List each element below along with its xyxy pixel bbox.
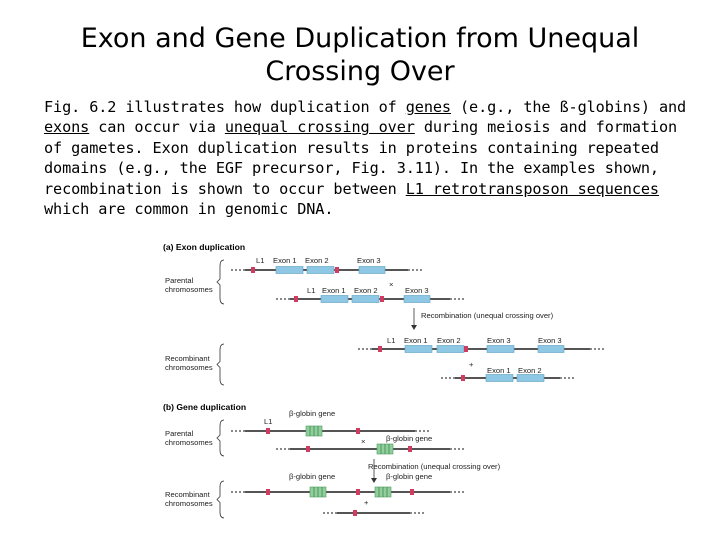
recombinant-label: Recombinant — [165, 354, 211, 363]
label-exon-1: Exon 1 — [273, 256, 297, 265]
exon-box — [320, 295, 349, 303]
l1-marker — [410, 489, 414, 495]
parental-bracket — [216, 419, 225, 457]
label-exon-2: Exon 2 — [305, 256, 329, 265]
panel-a-header: (a) Exon duplication — [163, 242, 245, 252]
label-exon-3: Exon 3 — [357, 256, 381, 265]
description-paragraph: Fig. 6.2 illustrates how duplication of … — [44, 97, 694, 219]
recombinant-label: chromosomes — [165, 363, 213, 372]
label-l1: L1 — [264, 417, 272, 426]
exon-box — [358, 266, 386, 274]
paragraph-text: can occur via — [89, 118, 225, 137]
l1-marker — [356, 489, 360, 495]
l1-marker — [408, 446, 412, 452]
l1-marker — [353, 510, 357, 516]
recombinant-bracket — [216, 480, 225, 519]
l1-marker — [266, 428, 270, 434]
label-exon-1: Exon 1 — [322, 286, 346, 295]
underlined-term: genes — [405, 98, 451, 116]
l1-marker — [266, 489, 270, 495]
label-exon-3: Exon 3 — [538, 336, 562, 345]
paragraph-text: (e.g., the ß-globins) and — [450, 98, 687, 116]
panel-b-header: (b) Gene duplication — [163, 402, 246, 412]
paragraph-text: which are common in genomic DNA. — [44, 200, 334, 219]
l1-marker — [378, 346, 382, 352]
l1-marker — [380, 296, 384, 302]
label-beta-globin-gene: β-globin gene — [386, 472, 432, 481]
label-exon-2: Exon 2 — [518, 366, 542, 375]
slide-title: Exon and Gene Duplication from Unequal C… — [0, 22, 720, 88]
label-beta-globin-gene: β-globin gene — [386, 434, 432, 443]
label-exon-3: Exon 3 — [405, 286, 429, 295]
label-exon-3: Exon 3 — [487, 336, 511, 345]
parental-label: chromosomes — [165, 438, 213, 447]
title-line-1: Exon and Gene Duplication from Unequal — [80, 23, 640, 54]
plus-mark: + — [469, 360, 474, 369]
label-l1: L1 — [387, 336, 395, 345]
title-line-2: Crossing Over — [265, 56, 455, 87]
recombination-label-a: Recombination (unequal crossing over) — [421, 311, 554, 320]
l1-marker — [464, 346, 468, 352]
exon-box — [351, 295, 380, 303]
l1-marker — [306, 446, 310, 452]
l1-marker — [461, 375, 465, 381]
recombinant-label: Recombinant — [165, 490, 211, 499]
recombinant-label: chromosomes — [165, 499, 213, 508]
underlined-term: exons — [44, 118, 90, 137]
exon-box — [537, 345, 565, 353]
label-exon-1: Exon 1 — [487, 366, 511, 375]
exon-box — [403, 295, 431, 303]
label-exon-2: Exon 2 — [437, 336, 461, 345]
label-l1: L1 — [307, 286, 315, 295]
exon-box — [485, 374, 514, 382]
parental-label: Parental — [165, 429, 194, 438]
label-beta-globin-gene: β-globin gene — [289, 472, 335, 481]
label-exon-1: Exon 1 — [404, 336, 428, 345]
label-l1: L1 — [256, 256, 264, 265]
exon-box — [516, 374, 545, 382]
exon-box — [436, 345, 465, 353]
l1-marker — [356, 428, 360, 434]
recombination-arrow-a-head — [411, 325, 417, 330]
recombination-label-b: Recombination (unequal crossing over) — [368, 462, 501, 471]
paragraph-text: Fig. 6.2 illustrates how duplication of — [44, 98, 406, 116]
exon-box — [486, 345, 515, 353]
cross-mark: × — [361, 437, 365, 446]
underlined-term: unequal crossing over — [224, 118, 415, 137]
recombinant-bracket — [216, 343, 225, 386]
paragraph-text: during meiosis and formation of gametes.… — [44, 118, 678, 198]
parental-label: Parental — [165, 276, 194, 285]
l1-marker — [251, 267, 255, 273]
parental-bracket — [216, 259, 225, 305]
exon-box — [306, 266, 335, 274]
label-exon-2: Exon 2 — [354, 286, 378, 295]
plus-mark: + — [364, 498, 369, 507]
exon-box — [275, 266, 304, 274]
exon-box — [404, 345, 433, 353]
underlined-term: L1 retrotransposon sequences — [405, 179, 659, 198]
l1-marker — [294, 296, 298, 302]
cross-mark: × — [389, 280, 393, 289]
l1-marker — [335, 267, 339, 273]
label-beta-globin-gene: β-globin gene — [289, 409, 335, 418]
recombination-arrow-b-head — [371, 478, 377, 483]
parental-label: chromosomes — [165, 285, 213, 294]
